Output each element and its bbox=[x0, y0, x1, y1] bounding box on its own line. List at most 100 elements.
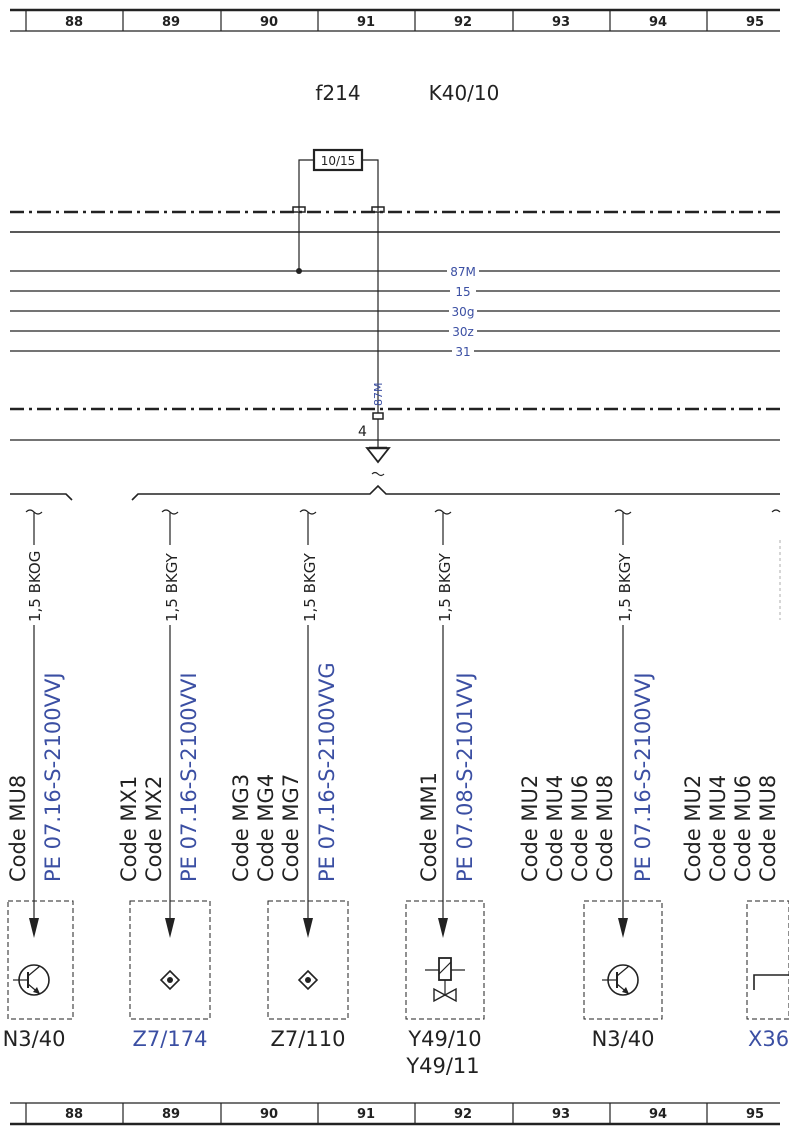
branch-3-code: Code MG3 bbox=[229, 774, 253, 882]
branch-1-wire: 1,5 BKOG bbox=[26, 551, 44, 622]
branch-1-code: Code MU8 bbox=[6, 775, 30, 882]
component-splice[interactable] bbox=[129, 900, 211, 1020]
grid-col-91: 91 bbox=[357, 1107, 375, 1122]
fuse-symbol: 10/15 bbox=[292, 148, 385, 213]
fuse-label: f214 bbox=[315, 81, 360, 105]
connector-pin bbox=[372, 412, 384, 420]
splice-dot bbox=[305, 977, 311, 983]
branch-1-pe-link[interactable]: PE 07.16-S-2100VVJ bbox=[41, 672, 65, 882]
grid-col-94: 94 bbox=[649, 15, 667, 30]
branch-2-wire: 1,5 BKGY bbox=[163, 552, 181, 622]
branch-4-wire: 1,5 BKGY bbox=[436, 552, 454, 622]
grid-col-91: 91 bbox=[357, 15, 375, 30]
solenoid-icon bbox=[438, 957, 452, 981]
pin-number: 4 bbox=[358, 424, 367, 440]
branch-6-code: Code MU4 bbox=[706, 775, 730, 882]
fuse-rating: 10/15 bbox=[321, 154, 356, 168]
branch-4-code: Code MM1 bbox=[417, 772, 441, 882]
branch-6-code: Code MU2 bbox=[681, 775, 705, 882]
branch-4-component-label[interactable]: Y49/10 bbox=[407, 1027, 481, 1051]
component-box bbox=[129, 900, 211, 1020]
grid-col-90: 90 bbox=[260, 15, 278, 30]
component-box bbox=[405, 900, 485, 1020]
solenoid-slash bbox=[438, 961, 452, 975]
grid-col-92: 92 bbox=[454, 15, 472, 30]
feed-wire-label: 87M bbox=[372, 383, 385, 407]
bottom-grid-ruler: 88 89 90 91 92 93 94 95 bbox=[10, 1102, 780, 1126]
splice-icon bbox=[297, 969, 319, 991]
valve-icon bbox=[433, 987, 447, 1003]
component-valve[interactable] bbox=[405, 900, 485, 1020]
branch-3-component-label[interactable]: Z7/110 bbox=[271, 1027, 346, 1051]
branch-6-code: Code MU6 bbox=[731, 775, 755, 882]
branch-4-pe-link[interactable]: PE 07.08-S-2101VVJ bbox=[453, 672, 477, 882]
arrow-head bbox=[618, 918, 628, 938]
branch-3-code: Code MG4 bbox=[254, 774, 278, 882]
wire-break-mark bbox=[771, 509, 781, 513]
emitter-arrow bbox=[622, 987, 629, 994]
top-grid-ruler: 88 89 90 91 92 93 94 95 bbox=[10, 8, 780, 32]
splice-icon bbox=[159, 969, 181, 991]
branch-5-wire: 1,5 BKGY bbox=[616, 552, 634, 622]
branch-4-component-label-2[interactable]: Y49/11 bbox=[405, 1054, 479, 1078]
component-splice[interactable] bbox=[267, 900, 349, 1020]
grid-col-88: 88 bbox=[65, 1107, 83, 1122]
grid-col-89: 89 bbox=[162, 1107, 180, 1122]
relay-label: K40/10 bbox=[429, 81, 500, 105]
branch-2-pe-link[interactable]: PE 07.16-S-2100VVI bbox=[177, 672, 201, 882]
transistor-collector bbox=[27, 965, 41, 977]
branch-5-component-label[interactable]: N3/40 bbox=[592, 1027, 655, 1051]
busbar-label-87m: 87M bbox=[450, 265, 476, 279]
component-transistor[interactable] bbox=[583, 900, 663, 1020]
component-box bbox=[267, 900, 349, 1020]
busbar-label-31: 31 bbox=[455, 345, 470, 359]
busbar-label-30z: 30z bbox=[452, 325, 474, 339]
emitter-arrow bbox=[33, 987, 40, 994]
grid-col-94: 94 bbox=[649, 1107, 667, 1122]
junction-dot bbox=[296, 268, 302, 274]
grid-col-89: 89 bbox=[162, 15, 180, 30]
branch-6-component-label[interactable]: X36 bbox=[748, 1027, 789, 1051]
arrow-head bbox=[303, 918, 313, 938]
branch-1-component-label[interactable]: N3/40 bbox=[3, 1027, 66, 1051]
grid-col-93: 93 bbox=[552, 1107, 570, 1122]
branch-3-code: Code MG7 bbox=[279, 774, 303, 882]
grid-col-88: 88 bbox=[65, 15, 83, 30]
branch-5-pe-link[interactable]: PE 07.16-S-2100VVJ bbox=[631, 672, 655, 882]
valve-icon bbox=[443, 987, 457, 1003]
arrow-head bbox=[29, 918, 39, 938]
busbar-label-30g: 30g bbox=[452, 305, 475, 319]
branch-5-code: Code MU2 bbox=[518, 775, 542, 882]
component-box bbox=[7, 900, 74, 1020]
splice-dot bbox=[167, 977, 173, 983]
busbar-label-15: 15 bbox=[455, 285, 470, 299]
branch-5-code: Code MU8 bbox=[593, 775, 617, 882]
branch-2-code: Code MX1 bbox=[117, 776, 141, 882]
grid-col-93: 93 bbox=[552, 15, 570, 30]
connector-icon bbox=[753, 974, 789, 990]
transistor-collector bbox=[616, 965, 630, 977]
arrow-head bbox=[165, 918, 175, 938]
branch-5-code: Code MU6 bbox=[568, 775, 592, 882]
component-connector[interactable] bbox=[746, 900, 789, 1020]
component-box bbox=[746, 900, 789, 1020]
branch-5-code: Code MU4 bbox=[543, 775, 567, 882]
grid-col-95: 95 bbox=[746, 1107, 764, 1122]
grid-col-90: 90 bbox=[260, 1107, 278, 1122]
component-transistor[interactable] bbox=[7, 900, 74, 1020]
grid-col-95: 95 bbox=[746, 15, 764, 30]
busbars: 87M 15 30g 30z 31 bbox=[10, 265, 780, 359]
branch-2-component-label[interactable]: Z7/174 bbox=[133, 1027, 208, 1051]
branch-3-wire: 1,5 BKGY bbox=[301, 552, 319, 622]
branch-wires bbox=[25, 509, 781, 938]
component-box bbox=[583, 900, 663, 1020]
grid-col-92: 92 bbox=[454, 1107, 472, 1122]
components bbox=[7, 900, 789, 1020]
splice-triangle bbox=[365, 447, 391, 464]
bus-brace bbox=[10, 484, 780, 501]
branch-6-code: Code MU8 bbox=[756, 775, 780, 882]
branch-3-pe-link[interactable]: PE 07.16-S-2100VVG bbox=[315, 662, 339, 882]
arrow-head bbox=[438, 918, 448, 938]
branch-2-code: Code MX2 bbox=[142, 776, 166, 882]
